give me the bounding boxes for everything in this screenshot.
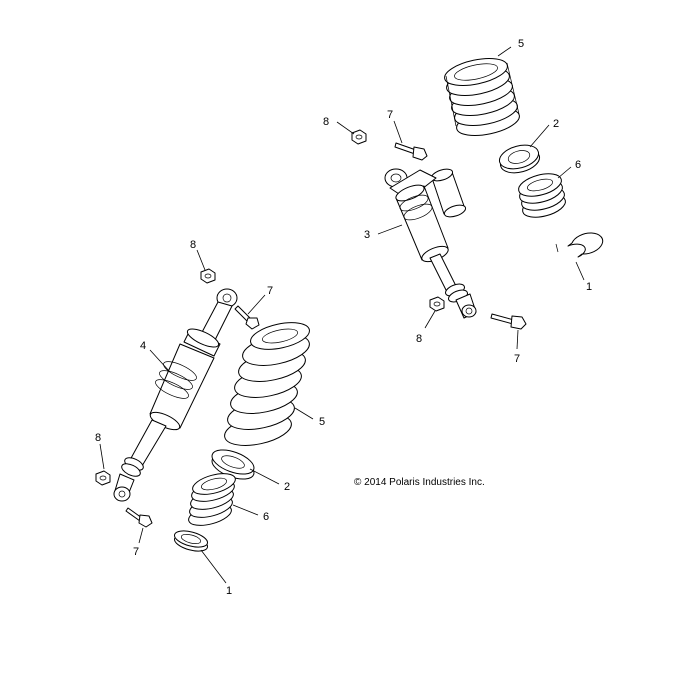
left-upper-nut [200,268,216,284]
callout-7b-right: 7 [514,353,520,365]
left-spring-seat [211,449,255,480]
left-shock-absorber [113,288,238,502]
right-lower-nut [429,296,445,312]
callout-8b-left: 8 [95,432,101,444]
callout-8-right: 8 [323,116,329,128]
callout-6-left: 6 [263,511,269,523]
callout-2-right: 2 [553,118,559,130]
callout-2-left: 2 [284,481,290,493]
callout-1-right: 1 [586,281,592,293]
right-spring-seat [498,144,541,174]
right-retaining-clip [555,232,604,258]
callout-6-right: 6 [575,159,581,171]
right-upper-bolt [394,142,428,161]
callout-1-left: 1 [226,585,232,597]
callout-7b-left: 7 [133,546,139,558]
left-retaining-clip [173,530,209,552]
left-lower-nut [95,470,111,486]
copyright-notice: © 2014 Polaris Industries Inc. [354,477,485,488]
right-main-spring [444,58,520,136]
right-upper-nut [351,129,367,145]
right-lower-bolt [490,313,527,330]
callout-8-left: 8 [190,239,196,251]
callout-7-right: 7 [387,109,393,121]
callout-7-left: 7 [267,285,273,297]
callout-5-left: 5 [319,416,325,428]
callout-5-right: 5 [518,38,524,50]
callout-8b-right: 8 [416,333,422,345]
right-shock-absorber [384,168,477,319]
left-lower-bolt [125,507,153,528]
left-upper-bolt [234,305,260,330]
leader-lines [99,46,585,584]
left-secondary-spring [188,473,236,526]
left-main-spring [224,322,310,446]
callout-4-left: 4 [140,340,146,352]
right-secondary-spring [518,173,566,218]
callout-3-right: 3 [364,229,370,241]
